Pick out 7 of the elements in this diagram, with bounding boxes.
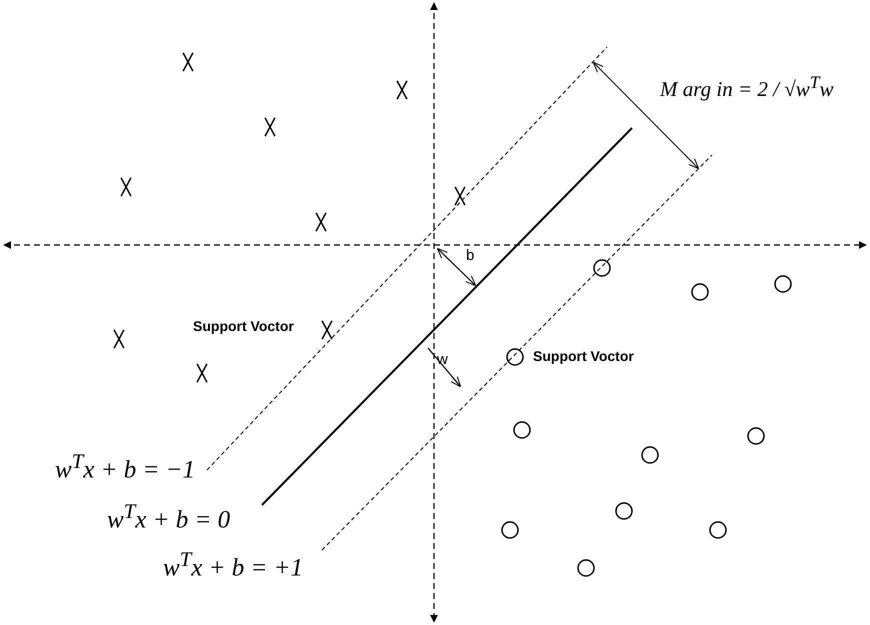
equation-label: w$^{T}$x + b = −1 bbox=[55, 450, 195, 484]
margin-formula: M arg in = 2 / √w$^{T}$w bbox=[660, 73, 834, 102]
equation-label: w$^{T}$x + b = 0 bbox=[107, 500, 230, 534]
equation-label: w$^{T}$x + b = +1 bbox=[163, 548, 303, 582]
support-vector-label: Support Voctor bbox=[193, 319, 294, 334]
support-vector-label: Support Voctor bbox=[533, 349, 634, 364]
offset-label: b bbox=[466, 248, 474, 264]
